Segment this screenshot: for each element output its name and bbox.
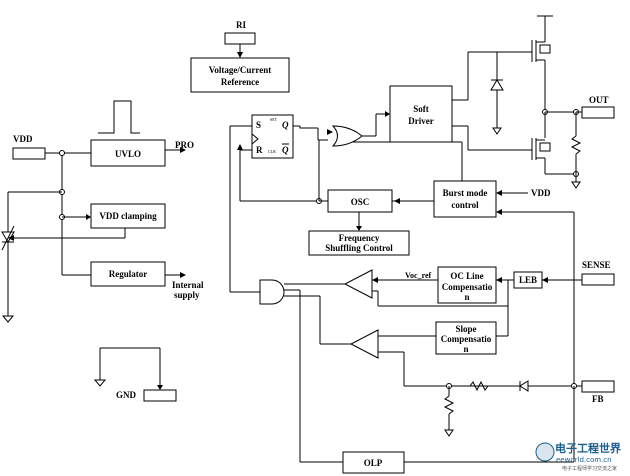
ri-pin: RI (224, 20, 256, 45)
gnd-label: GND (116, 390, 137, 400)
soft-driver-label-2: Driver (408, 116, 433, 126)
freq-shuffling-label-2: Shuffling Control (325, 243, 393, 253)
watermark-brand: 电子工程世界 (555, 441, 621, 455)
out-pin: OUT (581, 95, 615, 119)
slope-comp-label-3: n (463, 344, 468, 354)
oc-line-comp-label-1: OC Line (450, 271, 483, 281)
pro-label: PRO (175, 140, 194, 150)
burst-mode-label-2: control (451, 200, 479, 210)
burst-mode-label-1: Burst mode (443, 188, 488, 198)
slope-compensation-block: Slope Compensatio n (435, 321, 497, 355)
internal-supply-label-1: Internal (172, 280, 204, 290)
vdd-left-pin: VDD (12, 134, 46, 160)
oc-line-comp-label-2: Compensatio (442, 282, 493, 292)
leb-block: LEB (513, 271, 543, 289)
or-gate (331, 125, 363, 147)
leb-label: LEB (519, 275, 537, 285)
regulator-label: Regulator (109, 269, 148, 279)
vdd-clamping-block: VDD clamping (90, 203, 166, 229)
fb-label: FB (592, 394, 604, 404)
osc-label: OSC (351, 197, 370, 207)
sense-pin: SENSE (581, 260, 615, 286)
voc-ref-label: Voc_ref (405, 271, 432, 280)
slope-comp-label-1: Slope (455, 324, 476, 334)
slope-comp-label-2: Compensatio (441, 334, 492, 344)
oc-line-comp-label-3: n (464, 292, 469, 302)
vdd-right-label: VDD (531, 188, 551, 198)
soft-driver-label-1: Soft (413, 104, 429, 114)
voltage-current-reference-block: Voltage/Current Reference (190, 57, 290, 93)
soft-driver-block: Soft Driver (389, 85, 453, 143)
sense-label: SENSE (582, 260, 611, 270)
burst-mode-control-block: Burst mode control (433, 180, 497, 218)
ff-s-label: S (256, 120, 261, 130)
osc-block: OSC (327, 189, 393, 213)
flip-flop: S R Q Q SET CLR (251, 114, 294, 159)
watermark-site: eeworld.com.cn (556, 456, 612, 464)
frequency-shuffling-block: Frequency Shuffling Control (308, 230, 410, 256)
watermark-tagline: 电子工程师学习交流之家 (562, 465, 617, 472)
ff-r-label: R (256, 145, 263, 155)
watermark: 电子工程世界 eeworld.com.cn 电子工程师学习交流之家 (535, 441, 621, 472)
uvlo-label: UVLO (115, 149, 141, 159)
out-label: OUT (589, 95, 609, 105)
olp-label: OLP (364, 458, 383, 468)
vdd-left-label: VDD (13, 134, 33, 144)
voltage-ref-label-1: Voltage/Current (209, 65, 272, 75)
voltage-ref-label-2: Reference (221, 77, 259, 87)
uvlo-block: UVLO (90, 139, 166, 167)
ff-clr-label: CLR (268, 149, 276, 154)
ff-q-label: Q (282, 120, 289, 130)
oc-line-compensation-block: OC Line Compensatio n (437, 266, 497, 304)
ff-set-label: SET (270, 117, 278, 122)
vdd-clamping-label: VDD clamping (99, 211, 157, 221)
olp-block: OLP (342, 451, 405, 474)
ff-qbar-label: Q (282, 145, 289, 155)
ri-label: RI (236, 20, 246, 30)
wires (1, 15, 582, 463)
regulator-block: Regulator (90, 261, 166, 287)
internal-supply-label-2: supply (174, 290, 200, 300)
freq-shuffling-label-1: Frequency (339, 233, 380, 243)
gnd-pin: GND (116, 389, 177, 402)
fb-pin: FB (581, 380, 615, 404)
